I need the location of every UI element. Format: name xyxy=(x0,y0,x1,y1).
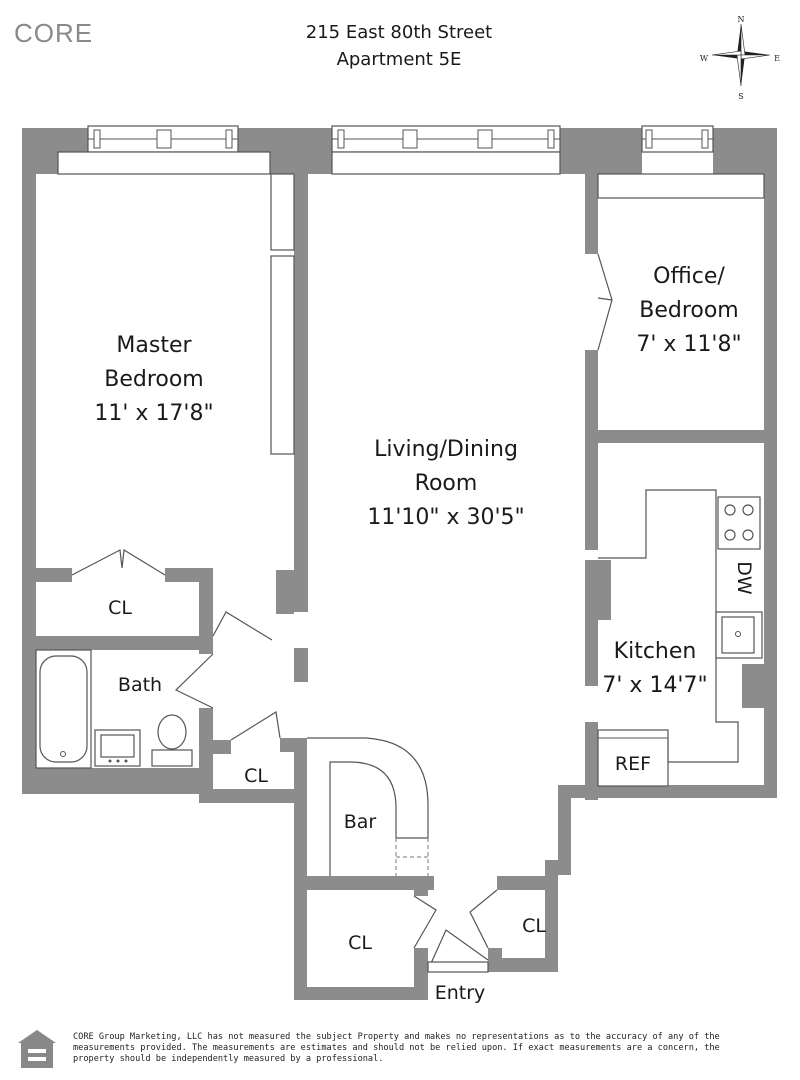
living-name2: Room xyxy=(415,471,478,496)
windows xyxy=(57,125,765,199)
bar-counter xyxy=(307,737,429,876)
master-name2: Bedroom xyxy=(104,367,204,392)
kitchen-fixtures xyxy=(597,489,763,787)
refrigerator-icon xyxy=(597,729,669,787)
kitchen-name: Kitchen xyxy=(614,639,697,664)
compass-rose-icon: N S E W xyxy=(700,15,780,101)
bar-label: Bar xyxy=(344,811,377,833)
equal-housing-icon xyxy=(18,1030,56,1068)
doors xyxy=(71,253,613,973)
office-dims: 7' x 11'8" xyxy=(636,332,741,357)
walls xyxy=(22,128,777,1000)
unit-title: Apartment 5E xyxy=(337,49,462,70)
bath-fixtures xyxy=(35,649,193,769)
toilet-icon xyxy=(157,714,187,750)
living-dims: 11'10" x 30'5" xyxy=(367,505,524,530)
compass-n: N xyxy=(738,15,745,24)
entry-label: Entry xyxy=(435,982,486,1004)
wardrobe-upper xyxy=(270,173,295,251)
kitchen-dims: 7' x 14'7" xyxy=(602,673,707,698)
master-closet-label: CL xyxy=(108,597,132,619)
ref-label: REF xyxy=(615,753,651,775)
hall-closet-label: CL xyxy=(244,765,268,787)
stove-icon xyxy=(717,496,761,550)
compass-e: E xyxy=(774,54,780,63)
entry-closet-left-label: CL xyxy=(348,932,372,954)
office-name1: Office/ xyxy=(653,264,725,289)
living-name1: Living/Dining xyxy=(374,437,518,462)
wardrobe-lower xyxy=(270,255,295,455)
dw-label: DW xyxy=(733,561,755,595)
master-dims: 11' x 17'8" xyxy=(94,401,213,426)
address-title: 215 East 80th Street xyxy=(306,22,492,43)
master-name1: Master xyxy=(116,333,192,358)
room-labels: Master Bedroom 11' x 17'8" Living/Dining… xyxy=(94,264,755,1004)
entry-closet-right-label: CL xyxy=(522,915,546,937)
core-logo: CORE xyxy=(14,18,93,48)
office-name2: Bedroom xyxy=(639,298,739,323)
compass-s: S xyxy=(738,92,743,101)
disclaimer-text: CORE Group Marketing, LLC has not measur… xyxy=(73,1032,720,1064)
compass-w: W xyxy=(700,54,709,63)
bath-label: Bath xyxy=(118,674,162,696)
